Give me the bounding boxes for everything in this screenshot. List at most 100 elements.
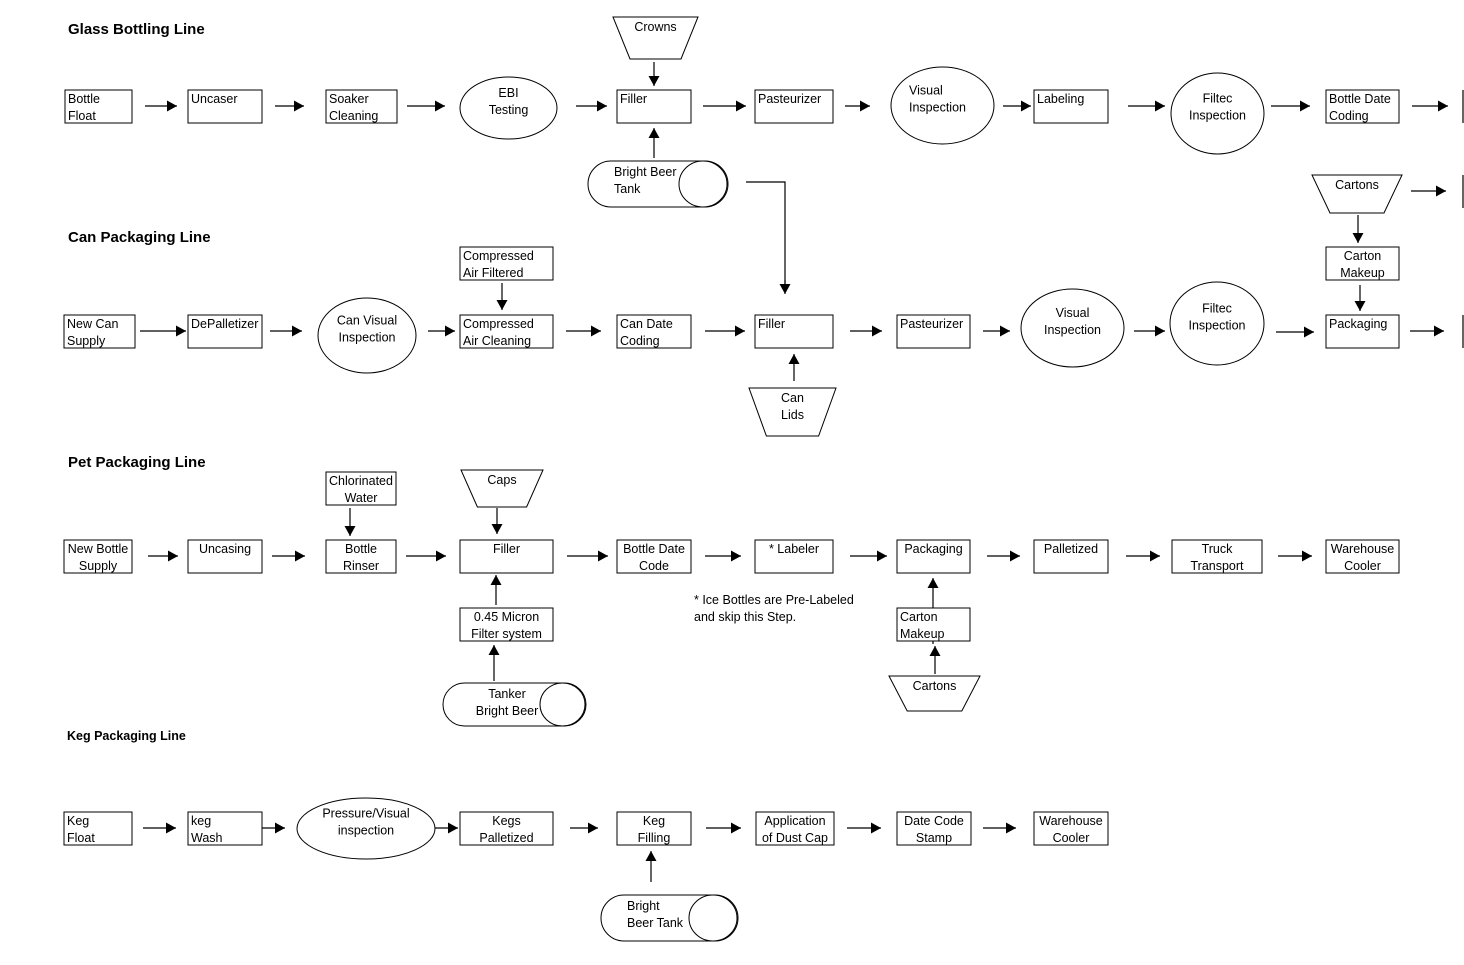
section-title-can: Can Packaging Line	[68, 229, 211, 246]
node-label: Packaging	[904, 542, 962, 556]
process-box	[187, 89, 263, 124]
node-label: Palletized	[1044, 542, 1098, 556]
flow-arrow-vertical	[490, 575, 502, 605]
flow-arrow-vertical	[929, 646, 941, 674]
node-p-palletized[interactable]: Palletized	[1033, 539, 1109, 574]
supply-trapezoid	[1311, 174, 1403, 214]
arrow-head	[877, 550, 887, 562]
node-label: Filtec	[1203, 92, 1233, 106]
section-title-keg: Keg Packaging Line	[67, 729, 186, 743]
node-g-labeling[interactable]: Labeling	[1033, 89, 1109, 124]
node-p-filler[interactable]: Filler	[459, 539, 554, 574]
node-g-pasteurizer[interactable]: Pasteurizer	[754, 89, 834, 124]
node-g-crowns[interactable]: Crowns	[612, 16, 699, 60]
node-label: Supply	[79, 559, 118, 573]
arrow-head	[648, 76, 660, 86]
process-box	[1033, 89, 1109, 124]
arrow-head	[496, 300, 508, 310]
arrow-head	[1434, 325, 1444, 337]
arrow-head	[292, 325, 302, 337]
process-box	[187, 539, 263, 574]
node-p-caps[interactable]: Caps	[460, 469, 544, 508]
node-label: Filtec	[1202, 302, 1232, 316]
node-label: Bottle	[345, 542, 377, 556]
process-box	[1171, 539, 1263, 574]
node-g-filler[interactable]: Filler	[616, 89, 692, 124]
arrow-head	[1006, 822, 1016, 834]
node-p-packaging[interactable]: Packaging	[896, 539, 971, 574]
node-c-depal[interactable]: DePalletizer	[187, 314, 263, 349]
node-c-packaging[interactable]: Packaging	[1325, 314, 1400, 349]
arrow-head	[872, 325, 882, 337]
flow-arrow-horizontal	[570, 822, 598, 834]
flow-arrow-horizontal	[703, 100, 746, 112]
node-label: Warehouse	[1331, 542, 1395, 556]
process-box	[616, 314, 692, 349]
node-p-uncasing[interactable]: Uncasing	[187, 539, 263, 574]
process-box	[325, 89, 398, 124]
node-label: Labeling	[1037, 92, 1084, 106]
node-p-labeler[interactable]: * Labeler	[754, 539, 834, 574]
node-label: Palletized	[479, 831, 533, 845]
inspection-ellipse	[1020, 288, 1125, 368]
tank-end-cap	[678, 160, 728, 208]
node-label: Packaging	[1329, 317, 1387, 331]
process-box	[1325, 539, 1400, 574]
node-label: Filler	[493, 542, 520, 556]
node-c-filler[interactable]: Filler	[754, 314, 834, 349]
node-label: Application	[764, 814, 825, 828]
node-g-uncaser[interactable]: Uncaser	[187, 89, 263, 124]
arrow-head	[1155, 100, 1165, 112]
flow-arrow-horizontal	[1134, 325, 1165, 337]
flow-arrow-horizontal	[1276, 326, 1314, 338]
flow-arrow-horizontal	[705, 325, 745, 337]
node-label: Bottle Date	[1329, 92, 1391, 106]
node-c-pasteurizer[interactable]: Pasteurizer	[896, 314, 971, 349]
node-label: Bottle	[68, 92, 100, 106]
node-c-cartons[interactable]: Cartons	[1311, 174, 1403, 214]
arrow-head	[1150, 550, 1160, 562]
process-box	[63, 539, 133, 574]
process-box	[1325, 246, 1400, 281]
inspection-ellipse	[317, 297, 417, 374]
node-p-cartons[interactable]: Cartons	[888, 675, 981, 712]
flow-arrow-horizontal	[435, 822, 458, 834]
node-label: Soaker	[329, 92, 369, 106]
node-label: Can	[781, 391, 804, 405]
